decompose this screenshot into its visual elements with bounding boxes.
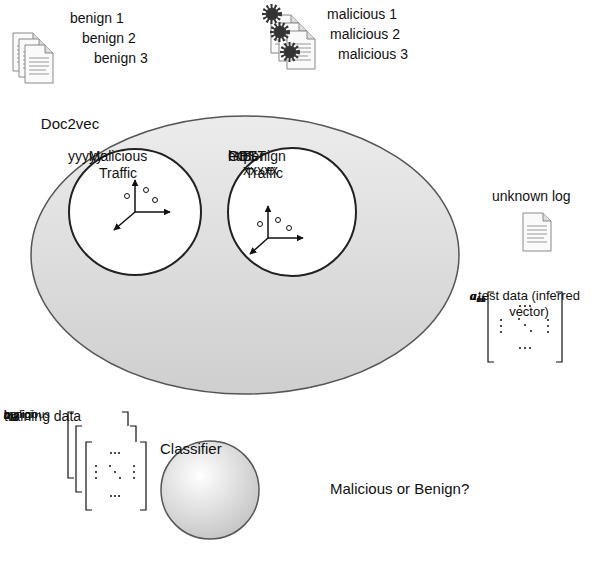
node-label: Malicious or Benign? <box>330 480 469 498</box>
node-label: test data (inferred vector) <box>470 288 588 319</box>
malicious-document-stack <box>264 6 315 69</box>
test-matrix <box>488 292 562 362</box>
node-label: Classifier <box>160 440 222 458</box>
shape-fill <box>31 116 459 394</box>
node-label: benign 1 <box>70 10 124 27</box>
shape-fill <box>228 148 356 276</box>
doc2vec-ellipse: xxxxxyyyyyMalicious TrafficPOSTGEThttpBe… <box>30 115 460 395</box>
shape-fill <box>69 149 201 275</box>
node-label: benign 2 <box>82 30 136 47</box>
node-label: unknown log <box>492 188 571 205</box>
benign-vector-axes <box>250 206 303 254</box>
malicious-traffic-space: xxxxxyyyyyMalicious Traffic <box>68 148 202 318</box>
node-label: Benign Traffic <box>228 148 300 182</box>
node-label: malicious 2 <box>330 26 400 43</box>
result-question: Malicious or Benign? <box>330 480 500 502</box>
benign-document-stack <box>13 33 53 83</box>
node-label: training data <box>4 408 81 425</box>
node-label: Malicious Traffic <box>68 148 168 182</box>
shape-fill <box>161 441 259 539</box>
node-label: malicious 3 <box>338 46 408 63</box>
node-label: malicious 1 <box>327 6 397 23</box>
malicious-vector-axes <box>114 180 170 230</box>
training-matrix-stack <box>68 412 146 510</box>
benign-traffic-space: POSTGEThttpBenign Traffic <box>228 148 356 358</box>
node-label: benign 3 <box>94 50 148 67</box>
node-label: Doc2vec <box>30 115 110 133</box>
unknown-log-document <box>523 213 551 251</box>
classifier-circle: Classifier <box>160 440 260 540</box>
